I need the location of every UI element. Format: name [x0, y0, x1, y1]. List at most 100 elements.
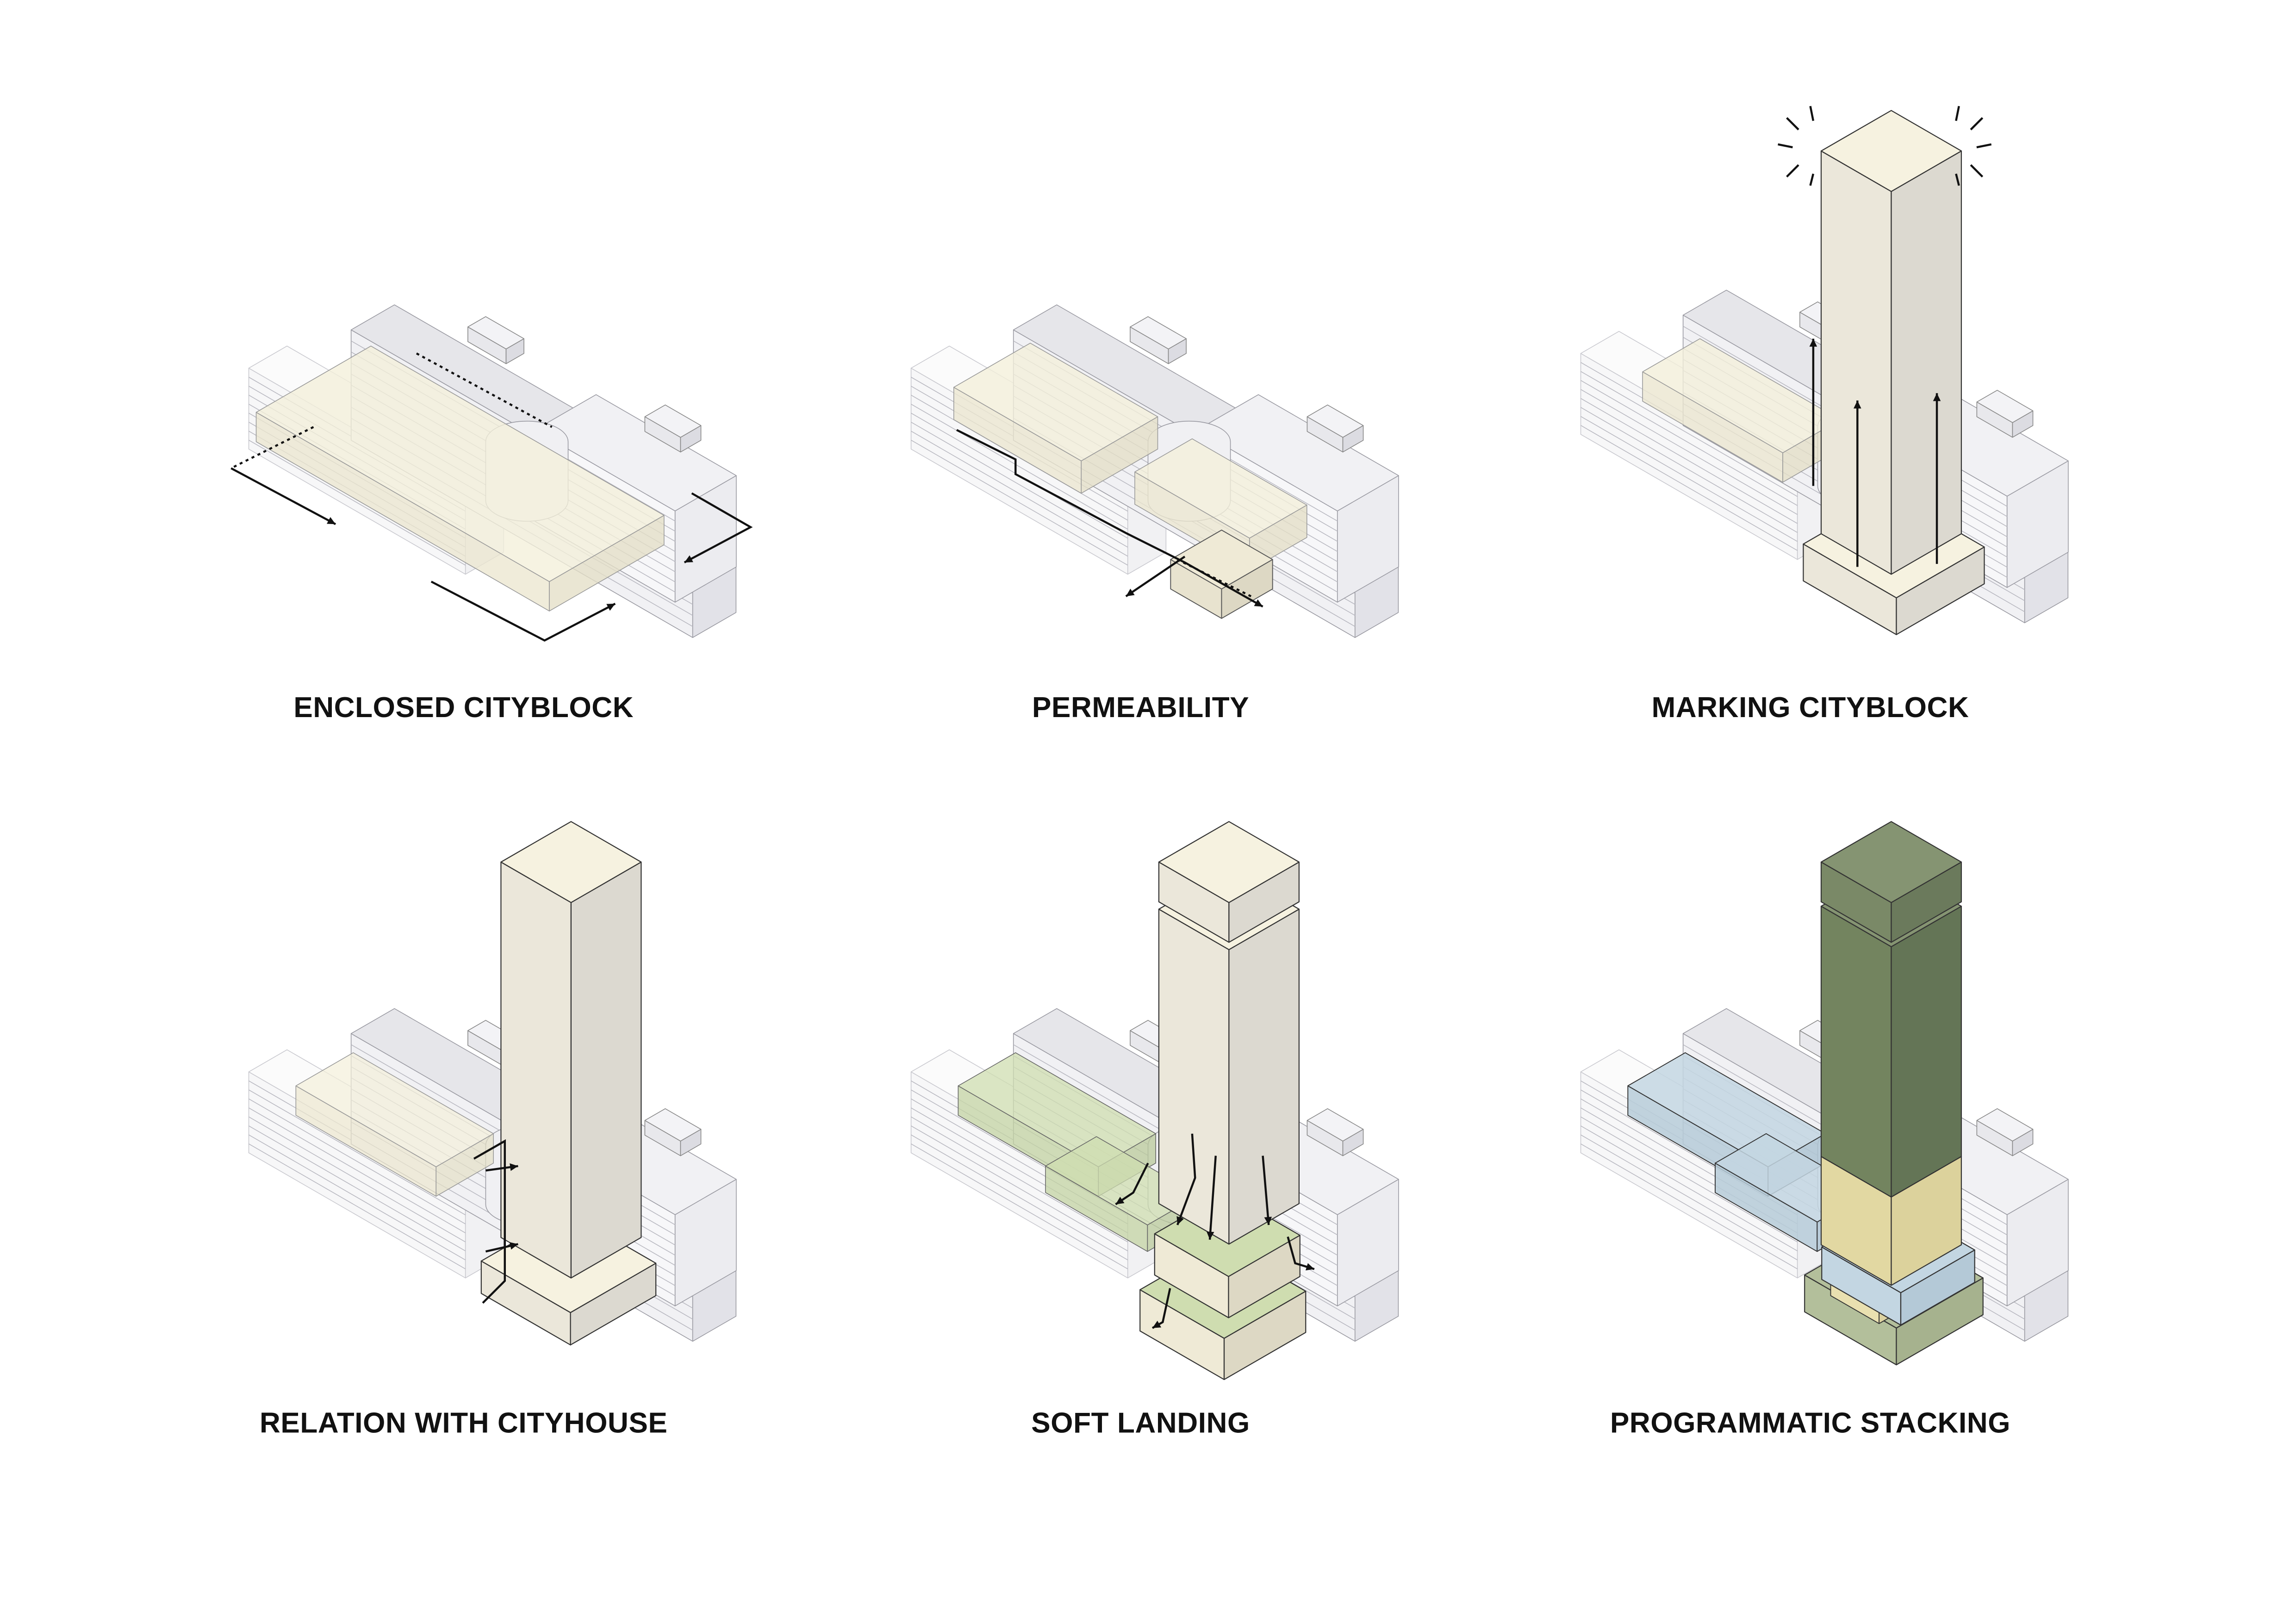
highlight-spark-icon	[1955, 173, 1960, 186]
panel-label-soft-landing: SOFT LANDING	[1031, 1407, 1250, 1439]
arrowhead-icon	[684, 555, 693, 562]
window-band	[249, 1098, 466, 1224]
arrowhead-icon	[1206, 1231, 1214, 1240]
highlight-spark-icon	[1809, 106, 1815, 121]
window-band	[911, 404, 1128, 530]
window-band	[911, 1116, 1128, 1243]
panel-marking-cityblock	[1580, 106, 2069, 635]
tower-left-face	[500, 862, 572, 1279]
window-band	[1580, 1143, 1798, 1269]
isometric-drawings	[230, 106, 2069, 1380]
tower-right-face	[1891, 150, 1962, 575]
panel-programmatic-stacking	[1580, 821, 2069, 1366]
courtyard-block-top-face	[255, 345, 665, 582]
window-band	[1580, 1116, 1798, 1243]
arrowhead-icon	[1854, 400, 1861, 409]
window-band	[1580, 1125, 1798, 1251]
permeability-route	[956, 429, 1263, 608]
arrowhead-icon	[1933, 393, 1941, 401]
enclosure-line	[230, 426, 314, 469]
courtyard-wing-top-face	[953, 343, 1158, 462]
panel-label-enclosed-cityblock: ENCLOSED CITYBLOCK	[293, 692, 634, 724]
landing-arrow	[1208, 1156, 1217, 1240]
rooftop-unit-top-face	[1976, 390, 2034, 423]
tower-shaft-left-face	[1158, 908, 1230, 1245]
arrowhead-icon	[1126, 588, 1135, 597]
window-band	[911, 1125, 1128, 1251]
highlight-spark-icon	[1955, 106, 1960, 121]
courtyard-block-top-face	[1642, 338, 1841, 453]
highlight-spark-icon	[1970, 117, 1984, 131]
permeability-route	[1125, 556, 1186, 597]
right-office-block-top-face	[1197, 394, 1399, 512]
green-tower-shaft-right-face	[1891, 906, 1962, 1198]
window-band	[249, 1143, 466, 1269]
window-band	[249, 439, 466, 566]
tower-crown-top-face	[1158, 821, 1300, 903]
arrowhead-icon	[1176, 1216, 1184, 1225]
highlight-spark-icon	[1786, 164, 1799, 178]
enclosure-line	[416, 352, 553, 428]
highlight-spark-icon	[1976, 143, 1992, 149]
window-band	[1580, 398, 1798, 524]
panel-enclosed-cityblock	[230, 304, 753, 642]
rooftop-unit-top-face	[1307, 404, 1364, 438]
panel-labels: ENCLOSED CITYBLOCK PERMEABILITY MARKING …	[260, 692, 2010, 1439]
rooftop-unit-top-face	[467, 316, 524, 350]
arrowhead-icon	[1115, 1197, 1125, 1205]
tower-left-face	[1820, 150, 1892, 575]
window-band	[1580, 1134, 1798, 1261]
relation-line	[473, 1139, 506, 1304]
tower-right-face	[570, 862, 642, 1279]
window-band	[911, 1134, 1128, 1261]
enclosure-arrow	[230, 467, 336, 525]
window-band	[1580, 407, 1798, 533]
window-band	[911, 422, 1128, 548]
enclosure-arrow	[430, 581, 616, 642]
rooftop-unit-top-face	[644, 404, 702, 438]
window-band	[1580, 416, 1798, 542]
window-band	[911, 431, 1128, 557]
tower-top-face	[500, 821, 642, 903]
window-band	[911, 439, 1128, 566]
permeability-route	[1177, 558, 1252, 598]
tower-shaft-right-face	[1228, 908, 1300, 1245]
landing-arrow	[1262, 1156, 1270, 1225]
highlight-spark-icon	[1778, 143, 1793, 149]
tower-top-face	[1820, 110, 1962, 192]
highlight-spark-icon	[1970, 164, 1984, 178]
window-band	[911, 1143, 1128, 1269]
enclosure-arrow	[684, 492, 753, 563]
panel-label-relation-with-cityhouse: RELATION WITH CITYHOUSE	[260, 1407, 667, 1439]
window-band	[1580, 371, 1798, 497]
rooftop-unit-top-face	[644, 1108, 702, 1142]
panel-relation-with-cityhouse	[248, 821, 737, 1346]
panel-permeability	[910, 304, 1399, 638]
window-band	[249, 1107, 466, 1234]
courtyard-block-top-face	[295, 1052, 494, 1168]
landing-arrow	[1176, 1133, 1196, 1225]
arrowhead-icon	[509, 1242, 518, 1250]
highlight-spark-icon	[1786, 117, 1799, 131]
arrowhead-icon	[327, 517, 336, 525]
panel-label-marking-cityblock: MARKING CITYBLOCK	[1652, 692, 1969, 724]
arrowhead-icon	[606, 604, 616, 611]
panel-label-permeability: PERMEABILITY	[1032, 692, 1249, 724]
panel-label-programmatic-stacking: PROGRAMMATIC STACKING	[1610, 1407, 2010, 1439]
green-tower-crown-top-face	[1820, 821, 1962, 903]
right-office-block-top-face	[534, 394, 737, 512]
arrowhead-icon	[1305, 1263, 1314, 1271]
window-band	[249, 1125, 466, 1251]
rooftop-unit-top-face	[1130, 316, 1187, 350]
window-band	[249, 1089, 466, 1216]
arrowhead-icon	[1809, 338, 1817, 347]
arrowhead-icon	[1254, 599, 1263, 607]
highlight-spark-icon	[1809, 173, 1815, 186]
entrance-block-top-face	[1170, 530, 1273, 590]
rooftop-unit-top-face	[1976, 1108, 2034, 1142]
arrowhead-icon	[510, 1163, 518, 1171]
window-band	[1580, 380, 1798, 506]
panel-soft-landing	[910, 821, 1399, 1380]
window-band	[249, 1134, 466, 1261]
